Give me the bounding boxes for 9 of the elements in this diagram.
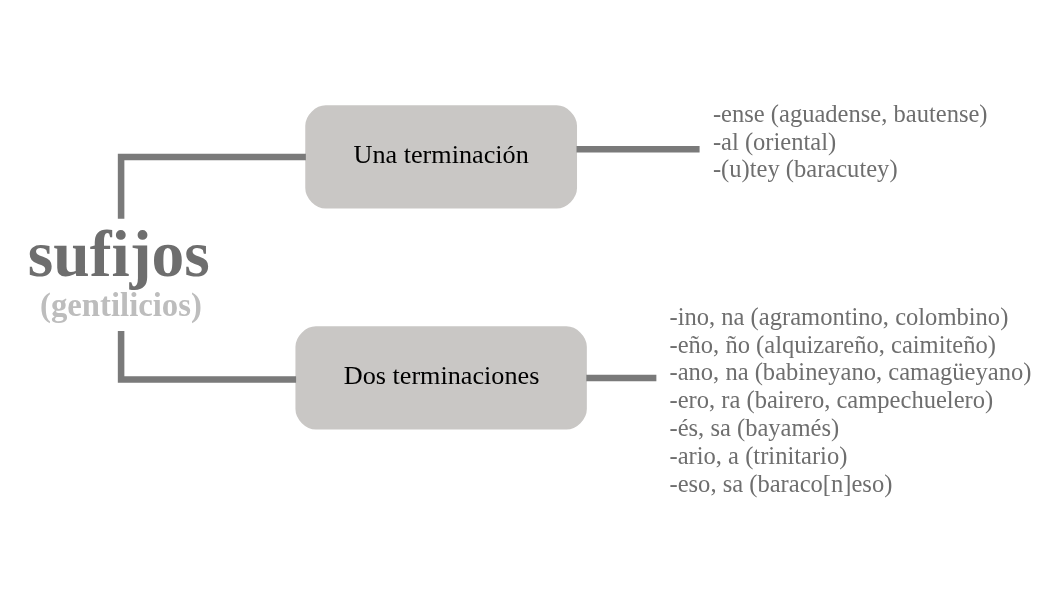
node-text: -ino, na (agramontino, colombino) -eño, ño (alquizareño, caimiteño) -ano, na (babineyano, camagüeyano) -ero, ra (bairero, campechuelero) -és, sa (bayamés) -ario, a (trinitario) -eso, sa (baraco[n]eso) <box>669 302 1032 497</box>
connector <box>586 374 657 381</box>
node-text: sufijos (gentilicios) <box>27 217 210 323</box>
node-box: Una terminación <box>305 104 578 208</box>
node-text: -ense (aguadense, bautense) -al (oriental) -(u)tey (baracutey) <box>712 99 988 182</box>
connector <box>576 145 700 152</box>
node-box: Dos terminaciones <box>295 325 587 429</box>
connector <box>117 330 297 383</box>
connector <box>117 153 306 219</box>
